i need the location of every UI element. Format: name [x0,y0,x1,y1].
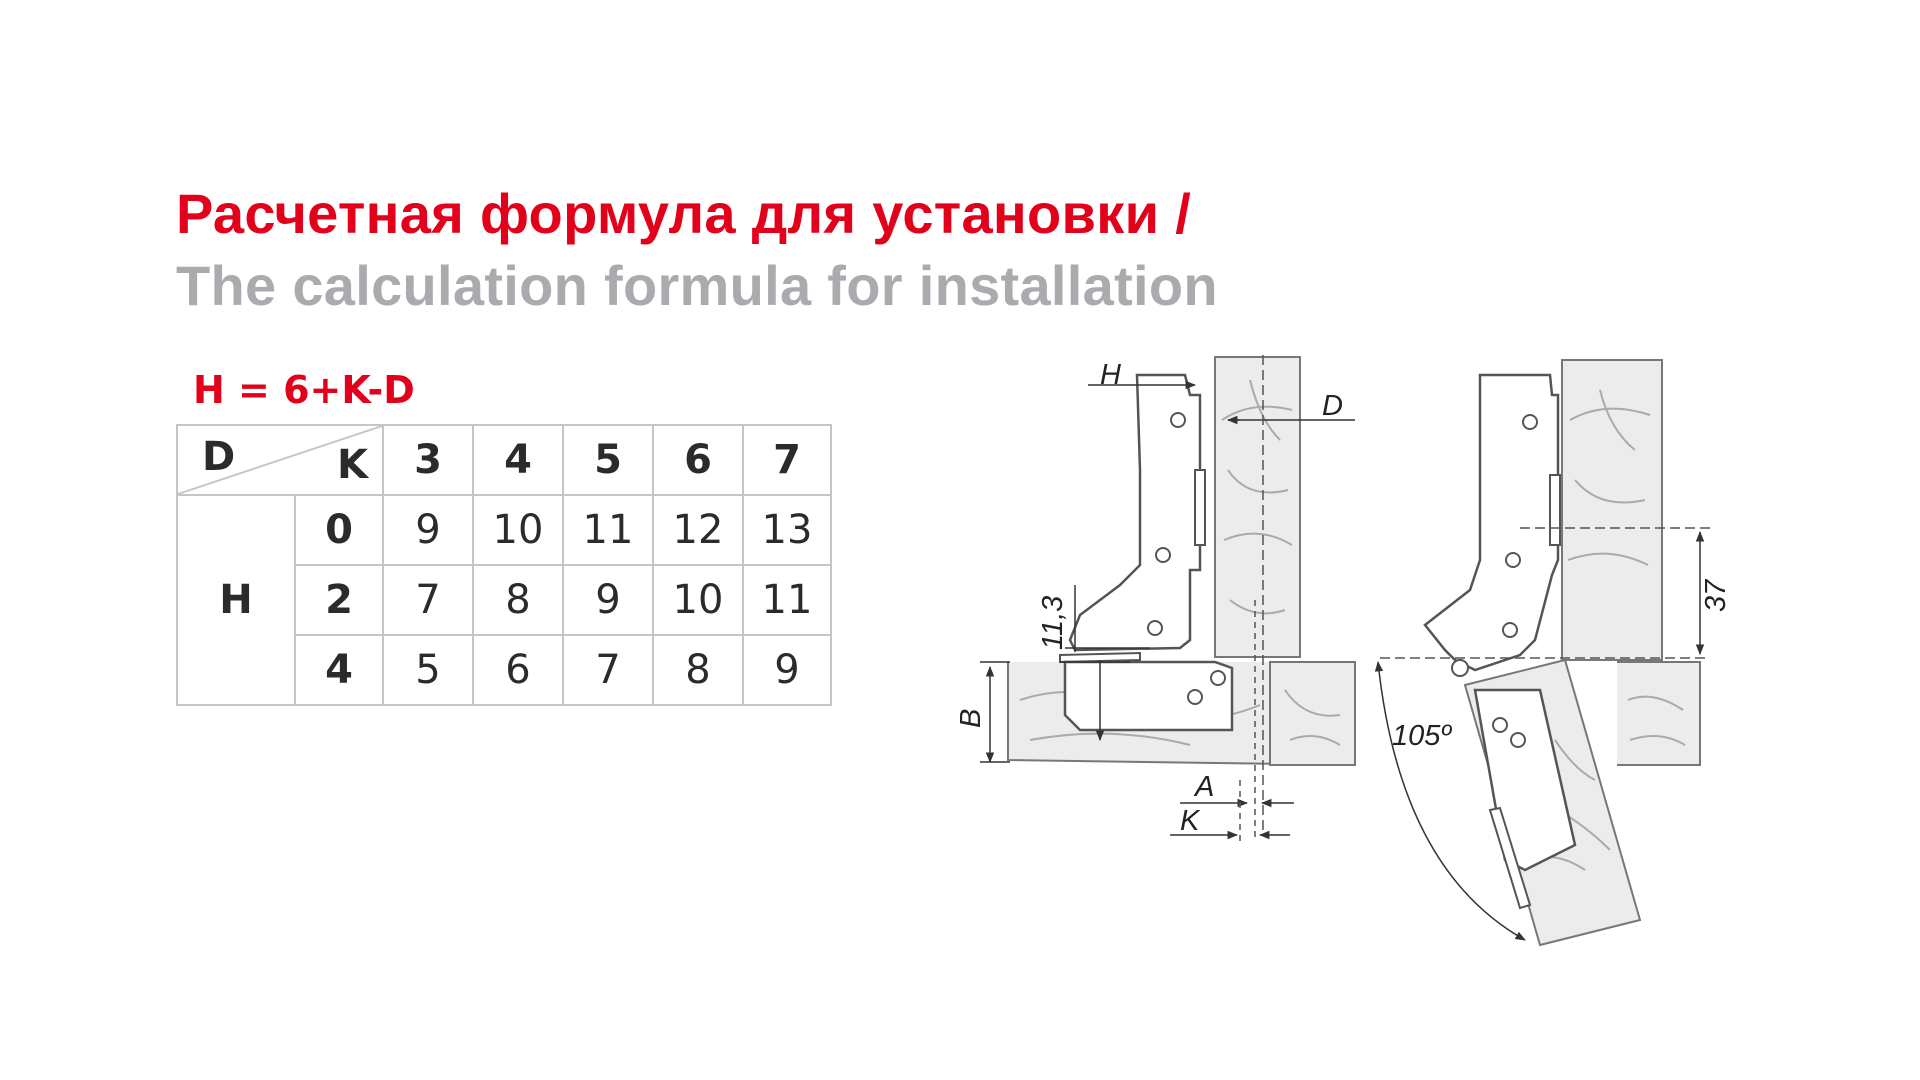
closed-hinge-drawing: H D 11,3 B A K [955,355,1356,845]
table-cell: 6 [472,634,564,706]
table-cell: 10 [472,494,564,566]
table-cell: 12 [652,494,744,566]
label-k: K [1180,805,1201,837]
cabinet-door-panel-left [1214,356,1301,658]
label-37: 37 [1700,578,1732,612]
d-value-cell: 2 [294,564,384,636]
k-header-cell: 5 [562,424,654,496]
formula: H = 6+K-D [193,368,415,412]
open-hinge-drawing: 37 105º [1374,359,1732,947]
table-cell: 9 [742,634,832,706]
table-cell: 11 [562,494,654,566]
corner-label-k: K [337,442,368,488]
table-cell: 8 [472,564,564,636]
table-corner-cell: D K [176,424,384,496]
dimension-lines-open [1374,527,1715,941]
table-cell: 13 [742,494,832,566]
table-cell: 9 [382,494,474,566]
cabinet-side-panel-right [1561,359,1663,661]
hinge-body-open [1423,373,1561,677]
label-a: A [1193,771,1214,803]
hinge-body-closed [1059,373,1206,664]
table-row: 4 5 6 7 8 9 [177,634,832,706]
k-header-cell: 6 [652,424,744,496]
title-english: The calculation formula for installation [176,254,1218,317]
table-cell: 7 [562,634,654,706]
k-header-cell: 7 [742,424,832,496]
dimension-lines-closed [980,355,1355,845]
d-value-cell: 0 [294,494,384,566]
k-header-cell: 4 [472,424,564,496]
hinge-table: D K 3 4 5 6 7 H 0 9 10 11 12 13 2 7 8 9 … [176,424,832,706]
label-b: B [955,709,987,728]
table-cell: 10 [652,564,744,636]
label-d: D [1322,390,1343,422]
k-header-cell: 3 [382,424,474,496]
title-russian: Расчетная формула для установки / [176,182,1192,245]
table-cell: 7 [382,564,474,636]
table-cell: 9 [562,564,654,636]
table-row: 2 7 8 9 10 11 [177,564,832,636]
table-cell: 8 [652,634,744,706]
label-angle-105: 105º [1392,720,1452,752]
cabinet-edge-right [1617,661,1701,766]
table-row: H 0 9 10 11 12 13 [176,494,832,706]
d-value-cell: 4 [294,634,384,706]
label-h: H [1100,359,1121,391]
label-11-3: 11,3 [1037,596,1069,650]
table-header-row: D K 3 4 5 6 7 [176,424,832,496]
mounting-plate-closed [1063,660,1234,732]
table-cell: 5 [382,634,474,706]
diagonal-divider [178,426,382,494]
row-group-label-h: H [176,494,296,706]
corner-label-d: D [202,434,236,480]
table-cell: 11 [742,564,832,636]
